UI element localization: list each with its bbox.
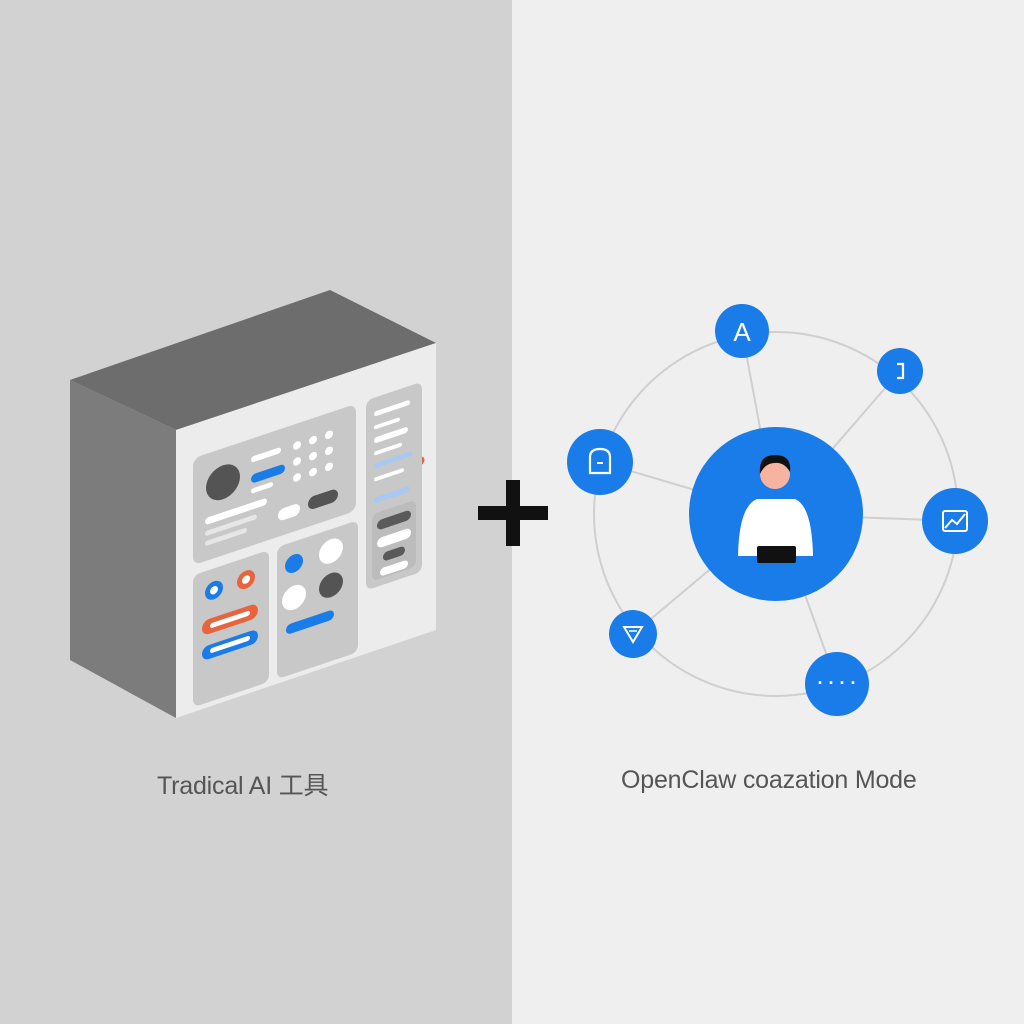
satellite-bracket	[877, 348, 923, 394]
satellite-shield	[609, 610, 657, 658]
device-top-face	[70, 290, 436, 430]
person-body	[738, 499, 813, 556]
traditional-tool-caption: Tradical AI 工具	[157, 772, 329, 800]
keypad-dots	[293, 430, 333, 482]
lock-icon	[588, 447, 612, 475]
person-legs	[757, 546, 796, 563]
satellite-letter-a: A	[715, 304, 769, 358]
satellite-lock	[567, 429, 633, 495]
person-hair	[759, 455, 791, 474]
more-dots-icon: · · · ·	[818, 673, 857, 693]
shield-icon	[622, 626, 644, 644]
satellite-chart	[922, 488, 988, 554]
bracket-icon	[897, 362, 905, 380]
person-head	[760, 459, 790, 489]
user-hub	[689, 427, 863, 601]
openclaw-mode-caption: OpenClaw coazation Mode	[621, 766, 917, 794]
device-screen	[193, 383, 425, 706]
satellite-more: · · · ·	[805, 652, 869, 716]
letter-a-icon: A	[733, 317, 751, 347]
device-side-face	[70, 380, 176, 718]
chart-card-icon	[942, 510, 968, 532]
traditional-tool-device	[70, 290, 436, 718]
avatar-placeholder	[206, 464, 240, 501]
plus-icon	[478, 480, 548, 546]
openclaw-network: A · · · ·	[567, 304, 988, 716]
